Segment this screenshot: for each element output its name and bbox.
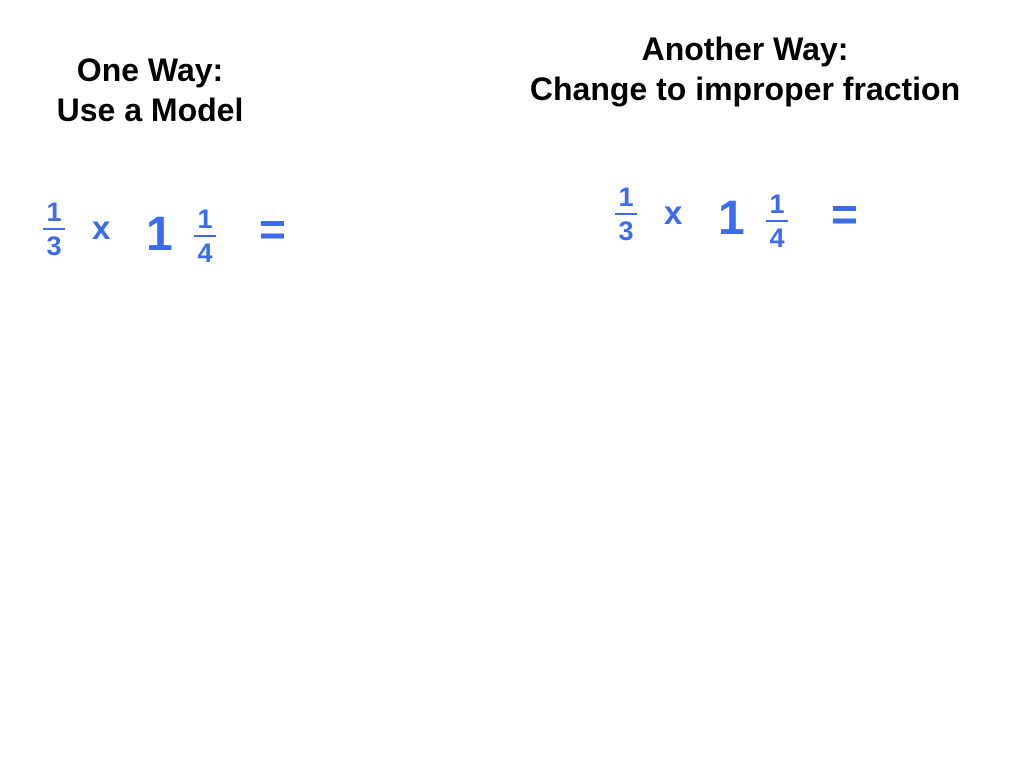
fraction-bar bbox=[43, 228, 65, 230]
left-heading: One Way: Use a Model bbox=[30, 50, 270, 130]
right-whole-number: 1 bbox=[718, 192, 745, 245]
left-heading-line2: Use a Model bbox=[56, 92, 244, 128]
fraction-bar bbox=[766, 220, 788, 222]
left-whole-number: 1 bbox=[146, 208, 173, 261]
fraction-denominator: 3 bbox=[618, 216, 634, 246]
right-fraction-one-fourth: 1 4 bbox=[765, 191, 789, 252]
left-fraction-one-third: 1 3 bbox=[42, 199, 66, 260]
right-heading-line2: Change to improper fraction bbox=[529, 71, 961, 107]
fraction-bar bbox=[194, 235, 216, 237]
fraction-numerator: 1 bbox=[46, 197, 62, 227]
right-multiply-sign: x bbox=[664, 194, 683, 231]
right-heading-line1: Another Way: bbox=[641, 31, 849, 67]
left-fraction-one-fourth: 1 4 bbox=[193, 206, 217, 267]
right-fraction-one-third: 1 3 bbox=[614, 184, 638, 245]
fraction-bar bbox=[615, 213, 637, 215]
fraction-denominator: 3 bbox=[46, 231, 62, 261]
fraction-denominator: 4 bbox=[769, 223, 785, 253]
fraction-numerator: 1 bbox=[197, 204, 213, 234]
fraction-numerator: 1 bbox=[769, 189, 785, 219]
left-multiply-sign: x bbox=[92, 209, 111, 246]
left-heading-line1: One Way: bbox=[76, 52, 224, 88]
fraction-denominator: 4 bbox=[197, 238, 213, 268]
right-equals-sign: = bbox=[831, 188, 858, 240]
right-heading: Another Way: Change to improper fraction bbox=[480, 29, 1010, 109]
fraction-numerator: 1 bbox=[618, 182, 634, 212]
left-equals-sign: = bbox=[259, 203, 286, 255]
